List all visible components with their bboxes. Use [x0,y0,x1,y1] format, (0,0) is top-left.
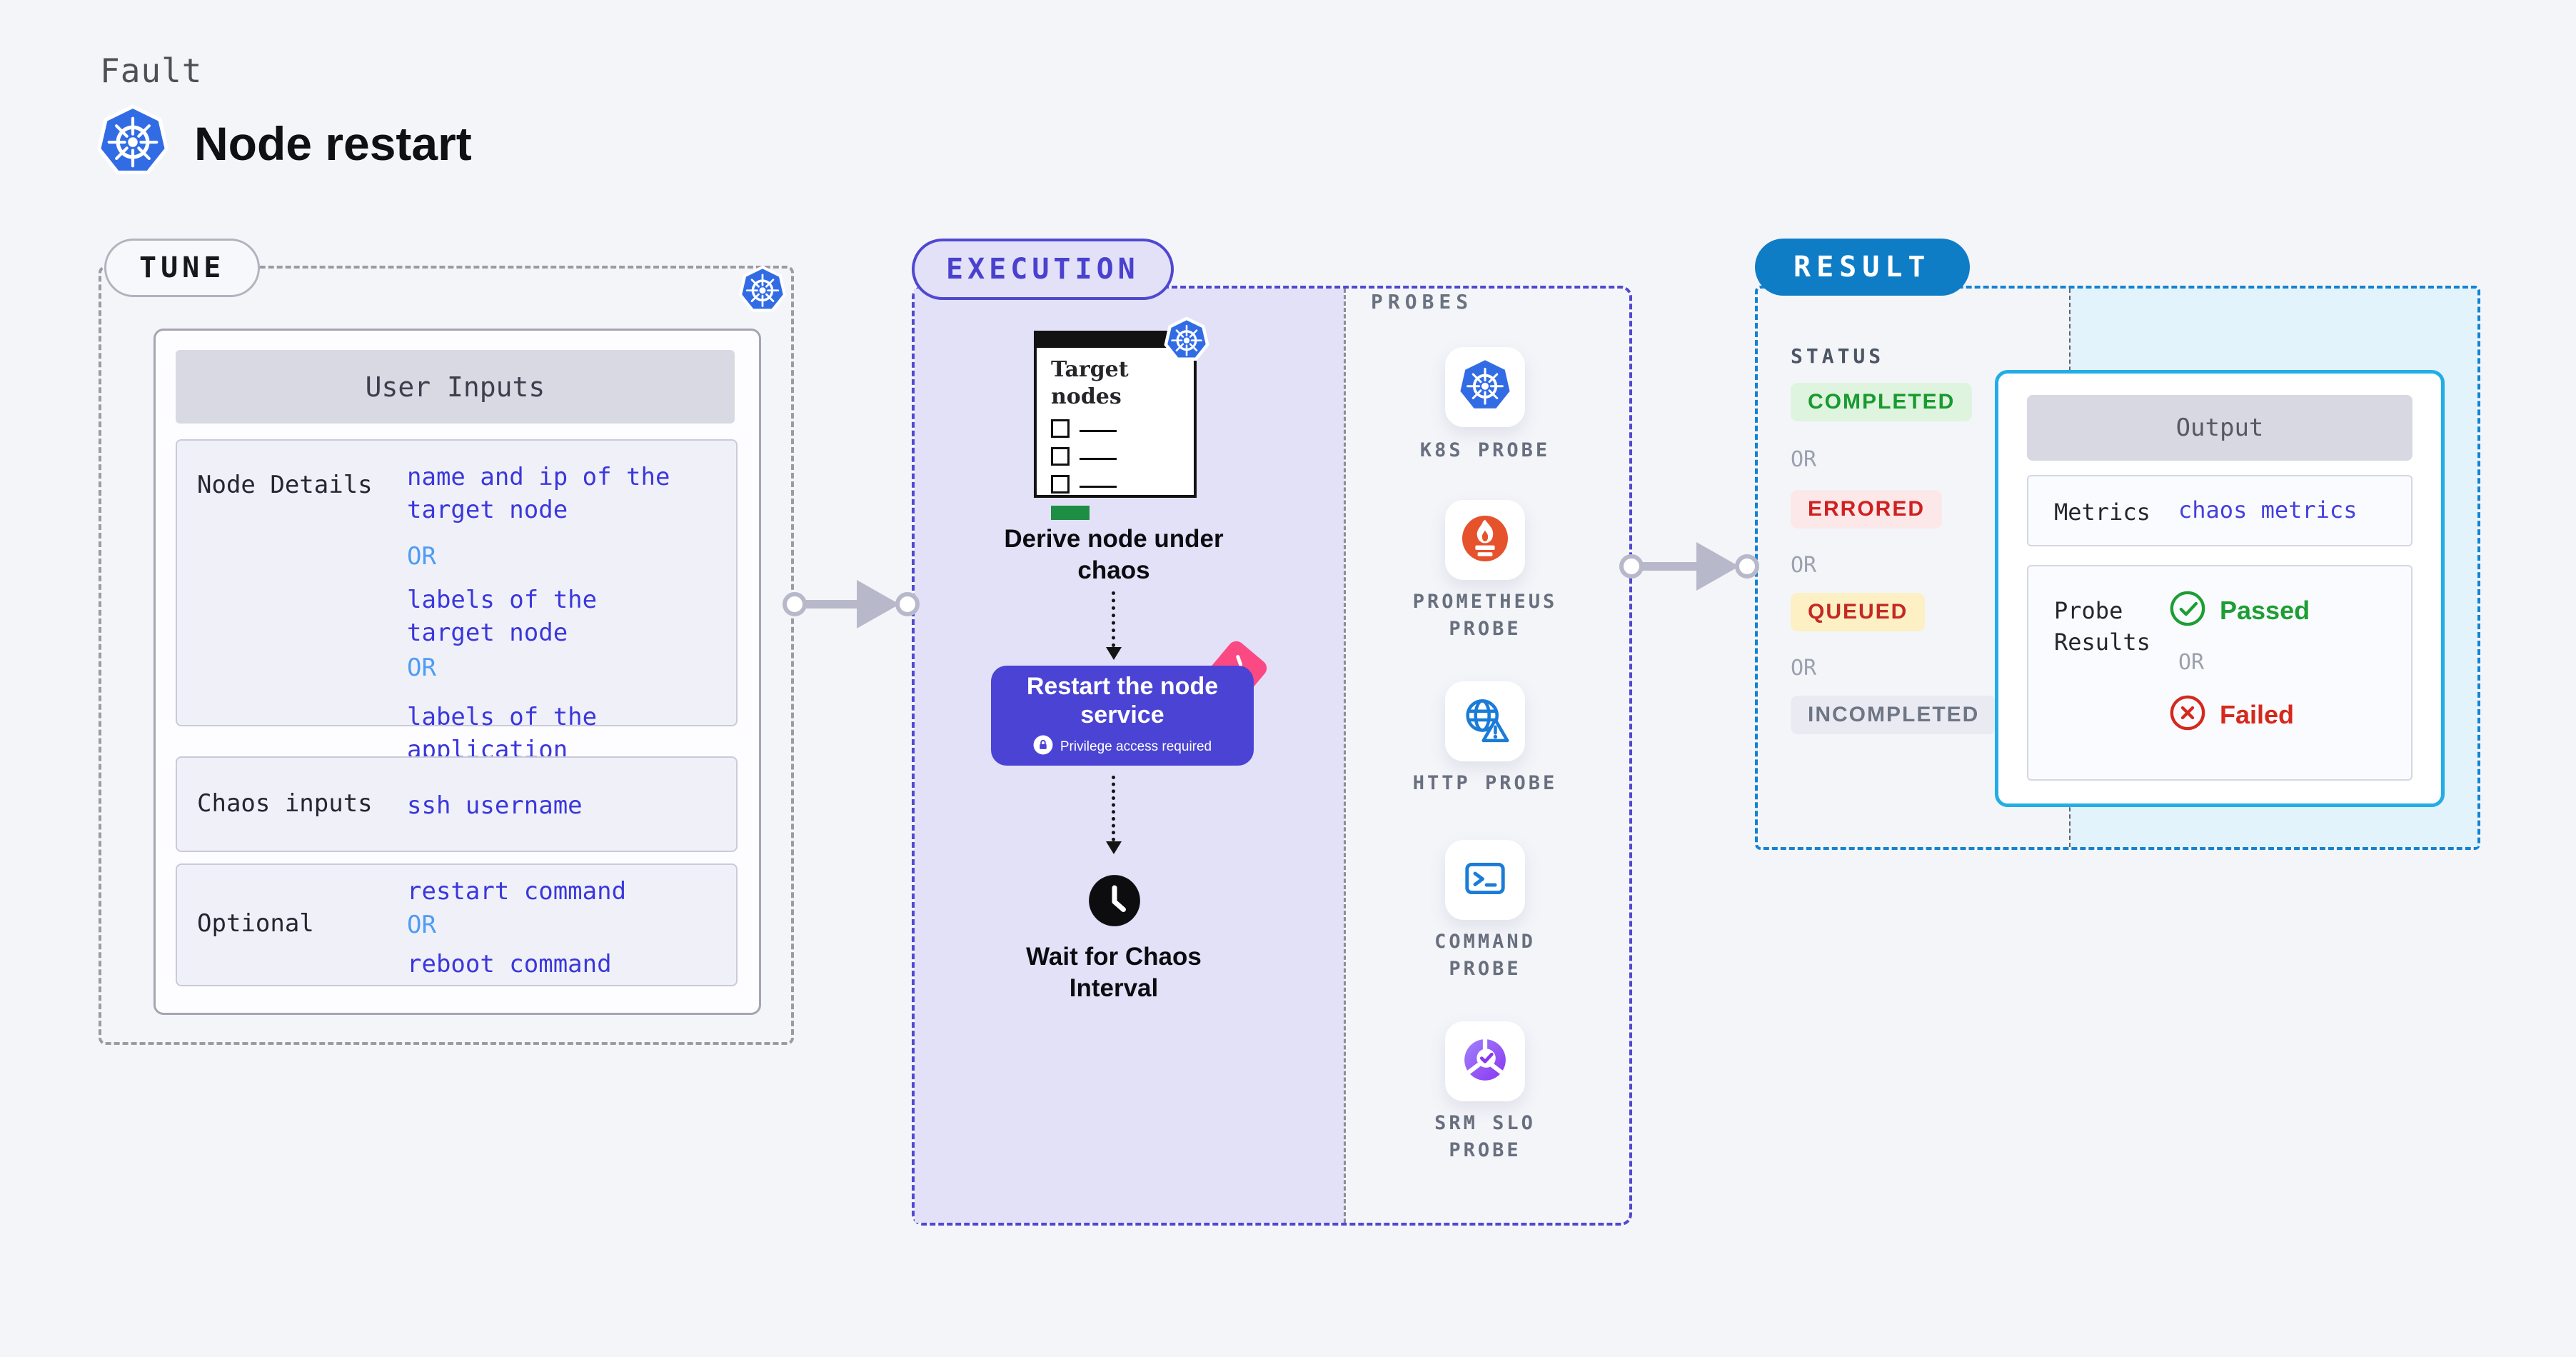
probe-results-row: Probe Results Passed OR [2027,565,2413,781]
privilege-note: Privilege access required [1033,735,1212,759]
check-circle-icon [2168,589,2207,631]
status-badge-errored: ERRORED [1791,490,1943,529]
status-badge-completed: COMPLETED [1791,383,1973,421]
value-line: labels of the target node [407,586,598,647]
step-wait-interval: Wait for Chaos Interval [1026,943,1202,1002]
page-title-row: Node restart [96,104,472,182]
passed-indicator: Passed [2168,589,2310,631]
optional-row: Optional restart command OR reboot comma… [176,863,738,986]
probes-heading: PROBES [1371,290,1474,314]
probe-results-values: Passed OR Failed [2168,589,2310,736]
clock-icon [1087,873,1142,932]
target-nodes-title: Target nodes [1051,357,1129,409]
arrow-down-icon [1106,841,1122,854]
value-line: name and ip of the target node [407,463,670,524]
probe-card-prometheus [1445,500,1525,580]
fault-eyebrow: Fault [100,51,203,90]
flow-connector [1112,591,1115,647]
tune-section [99,266,794,1045]
output-header: Output [2027,395,2413,461]
node-details-row: Node Details name and ip of the target n… [176,439,738,830]
status-badge-incompleted: INCOMPLETED [1791,696,1997,734]
arrow-tune-to-execution [783,576,920,633]
failed-label: Failed [2220,699,2295,729]
optional-label: Optional [197,909,314,938]
probes-divider [1344,289,1346,1223]
result-section: STATUS COMPLETED OR ERRORED OR QUEUED OR… [1755,286,2480,850]
probe-label: COMMAND PROBE [1434,931,1536,980]
probe-label: PROMETHEUS PROBE [1412,591,1558,640]
value-line: reboot command [407,950,612,978]
checkbox-icon [1051,419,1070,438]
kubernetes-icon [1458,359,1512,416]
kubernetes-icon [1164,316,1209,366]
probe-label: K8S PROBE [1419,439,1551,461]
kubernetes-icon [738,265,787,318]
or-separator: OR [1791,656,1817,681]
tune-pill: TUNE [104,239,261,297]
x-circle-icon [2168,693,2207,736]
execution-pill: EXECUTION [912,239,1174,300]
or-separator: OR [407,911,436,939]
or-separator: OR [1791,553,1817,578]
checkbox-icon [1051,475,1070,494]
or-separator: OR [407,542,436,571]
chaos-inputs-label: Chaos inputs [197,789,373,818]
progress-bar [1051,506,1090,520]
node-checklist [1051,419,1194,497]
status-heading: STATUS [1791,344,1885,368]
or-separator: OR [1791,447,1817,472]
metrics-row: Metrics chaos metrics [2027,475,2413,546]
probe-label: SRM SLO PROBE [1434,1112,1536,1161]
restart-node-service-step: Restart the node service Privilege acces… [991,666,1254,766]
or-separator: OR [2178,650,2205,675]
arrow-down-icon [1106,647,1122,660]
probe-card-srm-slo [1445,1021,1525,1101]
page-title: Node restart [194,116,472,170]
restart-step-title: Restart the node service [1026,673,1219,728]
target-nodes-card: Target nodes [1034,331,1197,520]
probe-results-label: Probe Results [2054,597,2150,656]
result-pill: RESULT [1755,239,1970,296]
card-title-bar [1037,334,1194,348]
probe-card-k8s [1445,347,1525,427]
step-derive-node: Derive node under chaos [1004,525,1224,584]
lock-icon [1033,735,1053,759]
failed-indicator: Failed [2168,693,2310,736]
or-separator: OR [407,654,436,682]
srm-slo-icon [1457,1032,1513,1091]
value-line: restart command [407,877,627,906]
metrics-value: chaos metrics [2178,496,2358,524]
probe-card-command [1445,840,1525,920]
probe-card-http [1445,681,1525,761]
checkbox-icon [1051,447,1070,466]
output-box: Output Metrics chaos metrics Probe Resul… [1995,370,2445,807]
probe-label: HTTP PROBE [1412,772,1558,794]
privilege-note-text: Privilege access required [1060,739,1212,754]
node-details-label: Node Details [197,471,373,499]
user-inputs-header: User Inputs [176,350,735,424]
flow-connector [1112,776,1115,841]
http-globe-warning-icon [1458,693,1512,751]
command-terminal-icon [1460,853,1510,907]
chaos-inputs-row: Chaos inputs ssh username [176,756,738,852]
prometheus-icon [1456,510,1514,571]
kubernetes-icon [96,104,170,182]
status-badge-queued: QUEUED [1791,593,1926,631]
passed-label: Passed [2220,595,2310,625]
value-line: ssh username [407,791,583,820]
metrics-label: Metrics [2054,499,2150,526]
user-inputs-panel: User Inputs Node Details name and ip of … [154,329,761,1015]
optional-values: restart command OR reboot command [407,875,626,981]
arrow-execution-to-result [1619,538,1759,595]
